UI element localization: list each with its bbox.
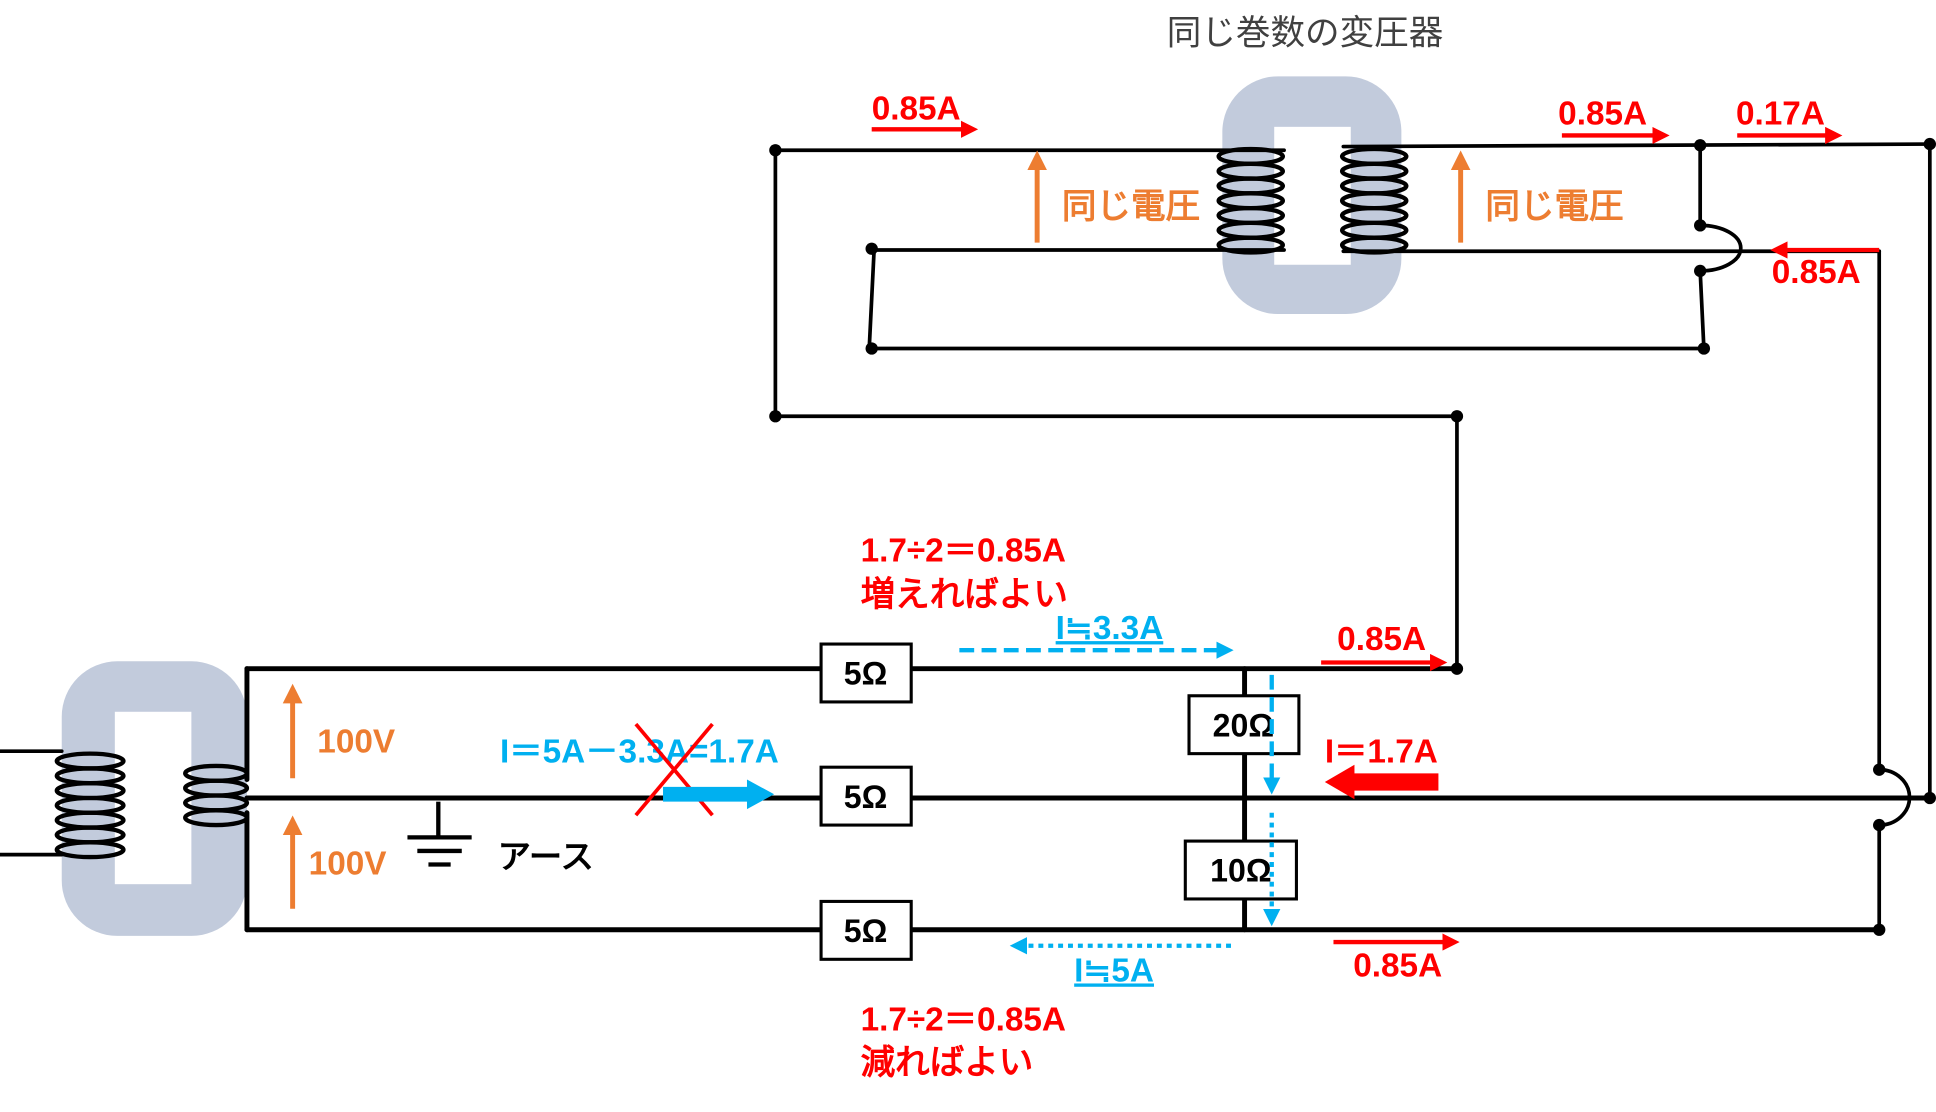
- voltage-label: 同じ電圧: [1062, 187, 1200, 227]
- voltage-label: 100V: [309, 845, 387, 882]
- junction-dot: [769, 144, 782, 157]
- distribution-wires: [244, 666, 1933, 933]
- voltage-label: 100V: [317, 723, 395, 760]
- ground-label: アース: [498, 837, 594, 876]
- current-label: 0.17A: [1736, 95, 1825, 132]
- neutral-current-arrow: [663, 779, 775, 810]
- line-resistor-upper: 5Ω: [819, 642, 913, 704]
- top-transformer: [1222, 76, 1402, 315]
- top-primary-coil: [1216, 146, 1286, 255]
- wire: [773, 148, 1459, 671]
- load-resistor-upper: 20Ω: [1187, 694, 1301, 756]
- injected-current-arrow: [1324, 764, 1439, 800]
- coil-turn: [1216, 235, 1286, 255]
- calc-prefix: I＝5A－: [500, 733, 619, 770]
- note-text: 減ればよい: [861, 1043, 1034, 1083]
- core-window: [114, 711, 192, 885]
- wire: [1341, 142, 1932, 149]
- wire-crossover-arc: [1698, 223, 1743, 273]
- junction-dot: [1923, 137, 1936, 151]
- junction-dot: [1694, 139, 1707, 152]
- resistor-box: [1187, 694, 1301, 756]
- coil-turn: [1339, 235, 1409, 255]
- junction-dot: [769, 410, 782, 423]
- junction-dot: [865, 342, 878, 355]
- diagram-title: 同じ巻数の変圧器: [1167, 13, 1443, 53]
- current-label: 0.85A: [1558, 95, 1647, 132]
- junction-dot: [1694, 219, 1707, 232]
- supply-transformer: [0, 661, 247, 936]
- current-estimate-label: I≒3.3A: [1056, 610, 1164, 647]
- junction-dot: [1450, 410, 1464, 423]
- junction-dot: [1873, 763, 1886, 776]
- current-estimate-label: I≒5A: [1074, 953, 1154, 990]
- resistor-label: 5Ω: [844, 779, 888, 815]
- note-calc: 1.7÷2＝0.85A: [861, 1002, 1066, 1039]
- resistor-label: 5Ω: [844, 656, 888, 692]
- resistor-label: 5Ω: [844, 913, 888, 949]
- coil-turn: [183, 808, 250, 828]
- current-label: 0.85A: [1353, 948, 1442, 985]
- ground-icon: [407, 801, 472, 867]
- line-resistor-lower: 5Ω: [819, 899, 913, 961]
- junction-dots: [769, 137, 1936, 936]
- current-label: 0.85A: [1772, 254, 1861, 291]
- resistor-label: 10Ω: [1210, 853, 1271, 889]
- wire: [867, 246, 877, 351]
- junction-dot: [1873, 818, 1886, 832]
- junction-dot: [865, 242, 878, 255]
- supply-secondary-coil: [183, 763, 250, 828]
- junction-dot: [1873, 923, 1886, 936]
- supply-primary-coil: [54, 751, 126, 860]
- junction-dot: [1450, 662, 1464, 675]
- junction-dot: [1923, 791, 1936, 805]
- current-label: 0.85A: [1337, 621, 1426, 658]
- resistor-label: 20Ω: [1213, 707, 1274, 743]
- top-secondary-coil: [1339, 146, 1409, 255]
- coil-turn: [54, 840, 126, 860]
- junction-dot: [1694, 264, 1707, 278]
- resistor-box: [1183, 839, 1298, 901]
- load-resistor-lower: 10Ω: [1183, 839, 1298, 901]
- injected-current-label: I＝1.7A: [1325, 733, 1438, 770]
- resistor-box: [819, 642, 913, 704]
- calc-suffix: =1.7A: [689, 733, 779, 770]
- note-text: 増えればよい: [861, 575, 1068, 615]
- neutral-calc-label: I＝5A－3.3A=1.7A: [500, 733, 779, 770]
- junction-dot: [1697, 342, 1711, 355]
- line-resistor-middle: 5Ω: [819, 765, 913, 827]
- top-circuit-wires: [773, 142, 1932, 932]
- current-label: 0.85A: [872, 90, 961, 127]
- note-calc: 1.7÷2＝0.85A: [861, 533, 1066, 570]
- voltage-label: 同じ電圧: [1485, 187, 1623, 227]
- core-window: [1274, 126, 1351, 265]
- resistor-box: [819, 765, 913, 827]
- strike-mark: [634, 722, 714, 817]
- wire: [1698, 269, 1706, 351]
- resistor-box: [819, 899, 913, 961]
